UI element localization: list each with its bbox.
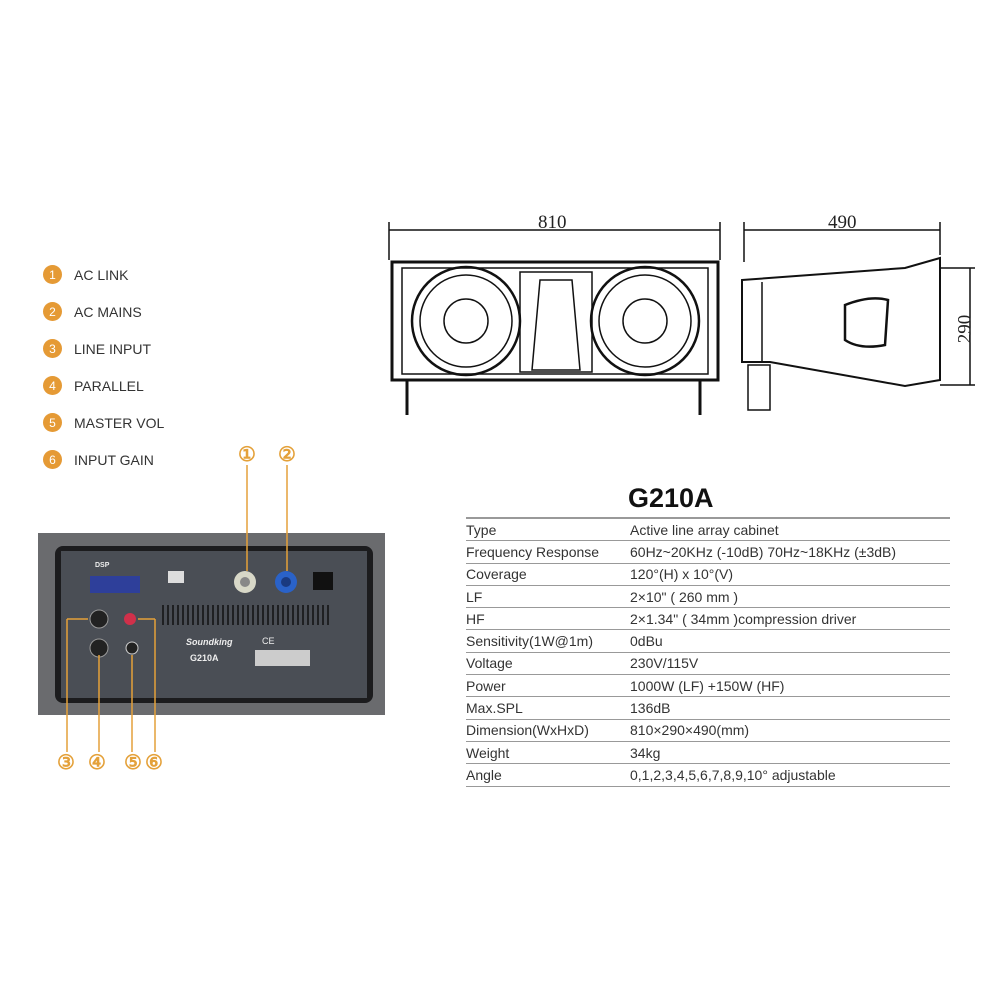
master-vol-knob <box>124 613 136 625</box>
spec-row: Type Active line array cabinet <box>466 519 950 542</box>
spec-label: HF <box>466 610 485 627</box>
spec-row: LF 2×10" ( 260 mm ) <box>466 586 950 609</box>
spec-label: Weight <box>466 744 510 761</box>
spec-row: Dimension(WxHxD) 810×290×490(mm) <box>466 720 950 742</box>
side-view-drawing <box>741 222 975 411</box>
spec-label: Max.SPL <box>466 700 523 717</box>
callout-5: ⑤ <box>124 752 142 774</box>
depth-dimension: 490 <box>828 212 857 233</box>
legend-item: 4 PARALLEL <box>43 367 164 404</box>
number-badge: 3 <box>43 339 62 358</box>
legend-label: PARALLEL <box>74 377 144 394</box>
panel-model-label: G210A <box>190 653 219 663</box>
spec-value: 2×10" ( 260 mm ) <box>630 588 739 605</box>
spec-label: Sensitivity(1W@1m) <box>466 633 594 650</box>
spec-value: 34kg <box>630 744 661 761</box>
dsp-label: DSP <box>95 562 110 569</box>
legend-label: INPUT GAIN <box>74 451 154 468</box>
brand-logo: Soundking <box>186 637 233 647</box>
parallel-xlr <box>89 638 109 658</box>
spec-value: Active line array cabinet <box>630 521 779 538</box>
power-switch <box>313 572 333 590</box>
input-gain-knob <box>125 641 139 655</box>
spec-label: Frequency Response <box>466 543 600 560</box>
legend-item: 3 LINE INPUT <box>43 330 164 367</box>
legend-label: AC LINK <box>74 266 129 283</box>
legend-item: 1 AC LINK <box>43 256 164 293</box>
legend-item: 2 AC MAINS <box>43 293 164 330</box>
spec-value: 120°(H) x 10°(V) <box>630 566 734 583</box>
usb-port <box>168 571 184 583</box>
spec-row: Weight 34kg <box>466 742 950 765</box>
width-dimension: 810 <box>538 212 567 233</box>
spec-row: Sensitivity(1W@1m) 0dBu <box>466 630 950 653</box>
spec-row: Power 1000W (LF) +150W (HF) <box>466 675 950 698</box>
callout-2: ② <box>278 444 296 466</box>
number-badge: 4 <box>43 376 62 395</box>
spec-label: LF <box>466 588 483 605</box>
spec-value: 810×290×490(mm) <box>630 722 750 739</box>
spec-value: 230V/115V <box>630 655 699 672</box>
heatsink-vents <box>162 605 329 625</box>
number-badge: 6 <box>43 450 62 469</box>
legend-label: LINE INPUT <box>74 340 152 357</box>
callout-4: ④ <box>88 752 106 774</box>
dsp-display <box>90 576 140 593</box>
spec-row: Max.SPL 136dB <box>466 697 950 720</box>
number-badge: 2 <box>43 302 62 321</box>
spec-value: 0dBu <box>630 633 663 650</box>
spec-label: Type <box>466 521 497 538</box>
spec-row: HF 2×1.34" ( 34mm )compression driver <box>466 608 950 631</box>
spec-label: Voltage <box>466 655 513 672</box>
spec-value: 0,1,2,3,4,5,6,7,8,9,10° adjustable <box>630 766 836 783</box>
spec-label: Coverage <box>466 566 527 583</box>
line-input-xlr <box>89 609 109 629</box>
spec-row: Frequency Response 60Hz~20KHz (-10dB) 70H… <box>466 541 950 564</box>
front-view-drawing <box>388 222 721 415</box>
spec-value: 136dB <box>630 700 671 717</box>
spec-value: 2×1.34" ( 34mm )compression driver <box>630 610 857 627</box>
spec-label: Angle <box>466 766 502 783</box>
callout-lines <box>66 465 288 752</box>
spec-label: Power <box>466 677 506 694</box>
spec-label: Dimension(WxHxD) <box>466 722 589 739</box>
number-badge: 1 <box>43 265 62 284</box>
spec-value: 60Hz~20KHz (-10dB) 70Hz~18KHz (±3dB) <box>630 543 897 560</box>
model-title: G210A <box>628 483 714 513</box>
spec-row: Angle 0,1,2,3,4,5,6,7,8,9,10° adjustable <box>466 764 950 787</box>
callout-6: ⑥ <box>145 752 163 774</box>
spec-value: 1000W (LF) +150W (HF) <box>630 677 785 694</box>
spec-row: Voltage 230V/115V <box>466 653 950 676</box>
callout-1: ① <box>238 444 256 466</box>
ce-mark: CE <box>262 636 275 646</box>
legend-item: 5 MASTER VOL <box>43 404 164 441</box>
number-badge: 5 <box>43 413 62 432</box>
legend-item: 6 INPUT GAIN <box>43 441 164 478</box>
callout-3: ③ <box>57 752 75 774</box>
connector-legend: 1 AC LINK 2 AC MAINS 3 LINE INPUT 4 PARALLEL… <box>43 256 164 478</box>
legend-label: AC MAINS <box>74 303 142 320</box>
legend-label: MASTER VOL <box>74 414 165 431</box>
spec-row: Coverage 120°(H) x 10°(V) <box>466 564 950 586</box>
warning-label <box>255 650 310 666</box>
